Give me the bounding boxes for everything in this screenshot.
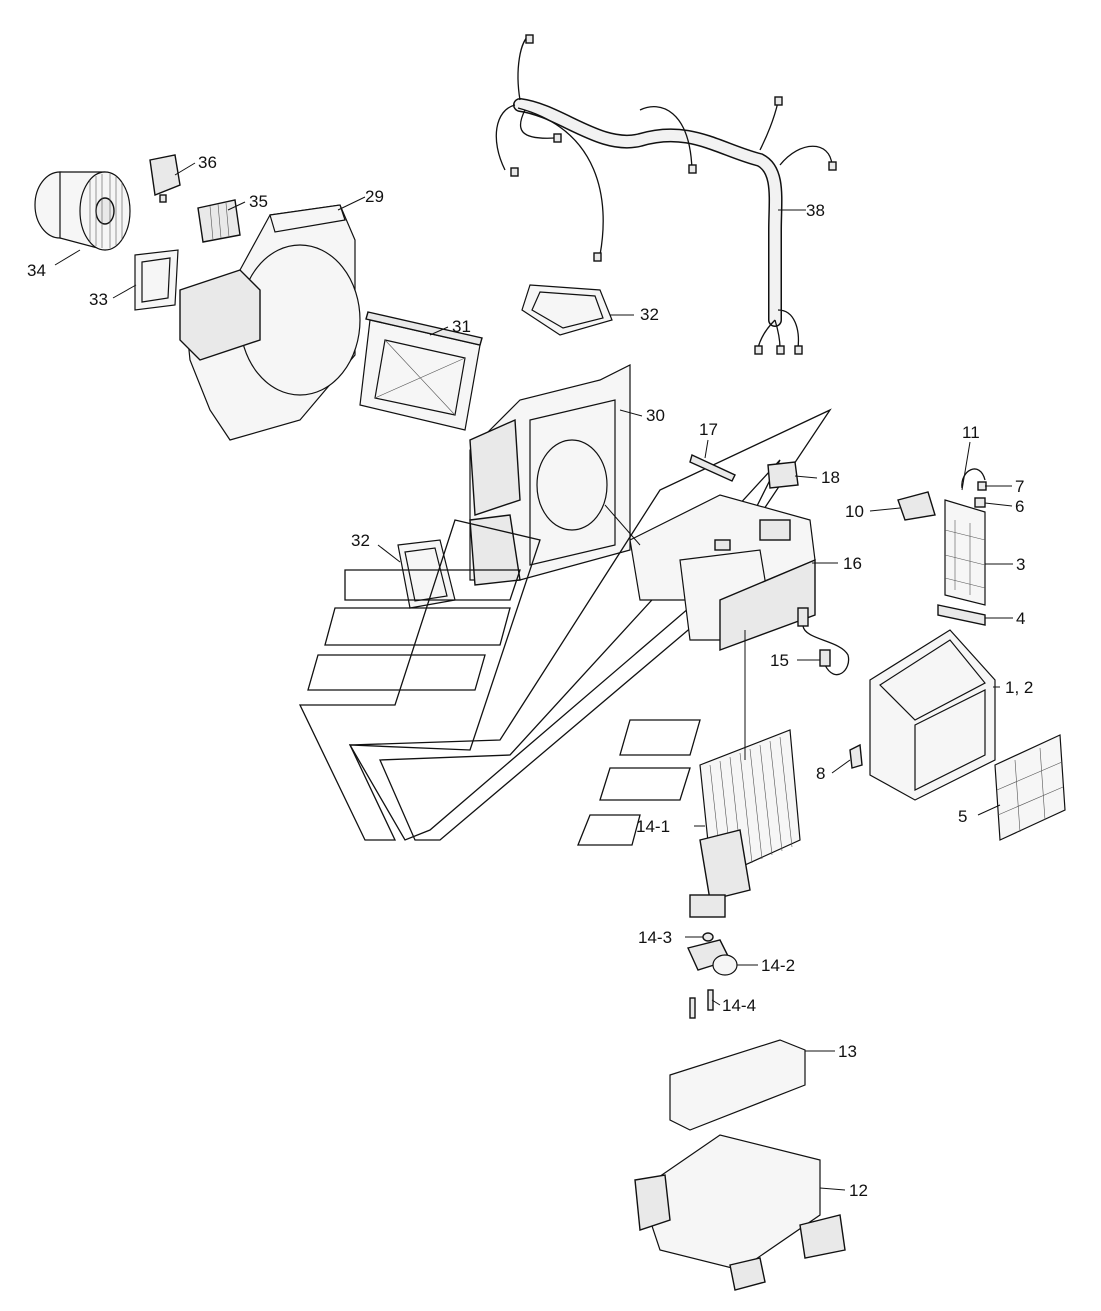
callout-18: 18	[821, 468, 840, 487]
strip-4	[937, 604, 986, 626]
callout-12: 12	[849, 1181, 868, 1200]
filter-31	[359, 311, 483, 431]
callout-6: 6	[1015, 497, 1025, 516]
callout-5: 5	[958, 807, 968, 826]
callout-17: 17	[699, 420, 718, 439]
gasket-32-top	[521, 284, 613, 336]
leader-lines	[54, 162, 1013, 1191]
clip-17	[689, 454, 736, 482]
callout-11: 11	[962, 423, 980, 442]
callout-34: 34	[27, 261, 46, 280]
case-1-2	[869, 629, 996, 801]
blower-motor-34	[34, 171, 131, 251]
resistor-36	[149, 154, 181, 203]
wiring-harness-38	[495, 34, 837, 355]
tray-13	[669, 1039, 806, 1131]
wire-11	[961, 468, 986, 489]
bolts-14-4	[689, 989, 714, 1019]
gasket-32-left	[397, 539, 456, 609]
callout-32-left: 32	[351, 531, 370, 550]
callout-36: 36	[198, 153, 217, 172]
callout-29: 29	[365, 187, 384, 206]
blower-housing-29	[179, 204, 361, 441]
filter-frame-3	[944, 499, 986, 606]
callout-10: 10	[845, 502, 864, 521]
callout-1-2: 1, 2	[1005, 678, 1034, 697]
callout-8: 8	[816, 764, 826, 783]
callout-31: 31	[452, 317, 471, 336]
callout-14-3: 14-3	[638, 928, 673, 947]
callout-4: 4	[1016, 609, 1026, 628]
callout-13: 13	[838, 1042, 857, 1061]
valve-14-2	[687, 939, 738, 976]
callout-7: 7	[1015, 477, 1025, 496]
callout-32-top: 32	[640, 305, 659, 324]
relay-18	[767, 461, 799, 489]
clip-7	[977, 481, 987, 491]
clip-8	[849, 743, 863, 769]
gasket-33	[134, 249, 179, 311]
base-12	[634, 1134, 846, 1291]
filter-5	[994, 734, 1066, 841]
callout-35: 35	[249, 192, 268, 211]
callout-3: 3	[1016, 555, 1026, 574]
callout-38: 38	[806, 201, 825, 220]
housing-30	[469, 364, 631, 586]
callout-30: 30	[646, 406, 665, 425]
heater-box-16	[629, 494, 816, 652]
module-35	[197, 199, 241, 243]
clip-6	[974, 497, 986, 508]
callout-15: 15	[770, 651, 789, 670]
washer-14-3	[702, 932, 714, 942]
callout-33: 33	[89, 290, 108, 309]
callout-14-4: 14-4	[722, 996, 757, 1015]
connector-15	[797, 607, 850, 676]
callout-14-1: 14-1	[636, 817, 671, 836]
callout-14-2: 14-2	[761, 956, 796, 975]
switch-10	[897, 491, 936, 521]
callout-16: 16	[843, 554, 862, 573]
heater-core-14-1	[689, 729, 801, 918]
